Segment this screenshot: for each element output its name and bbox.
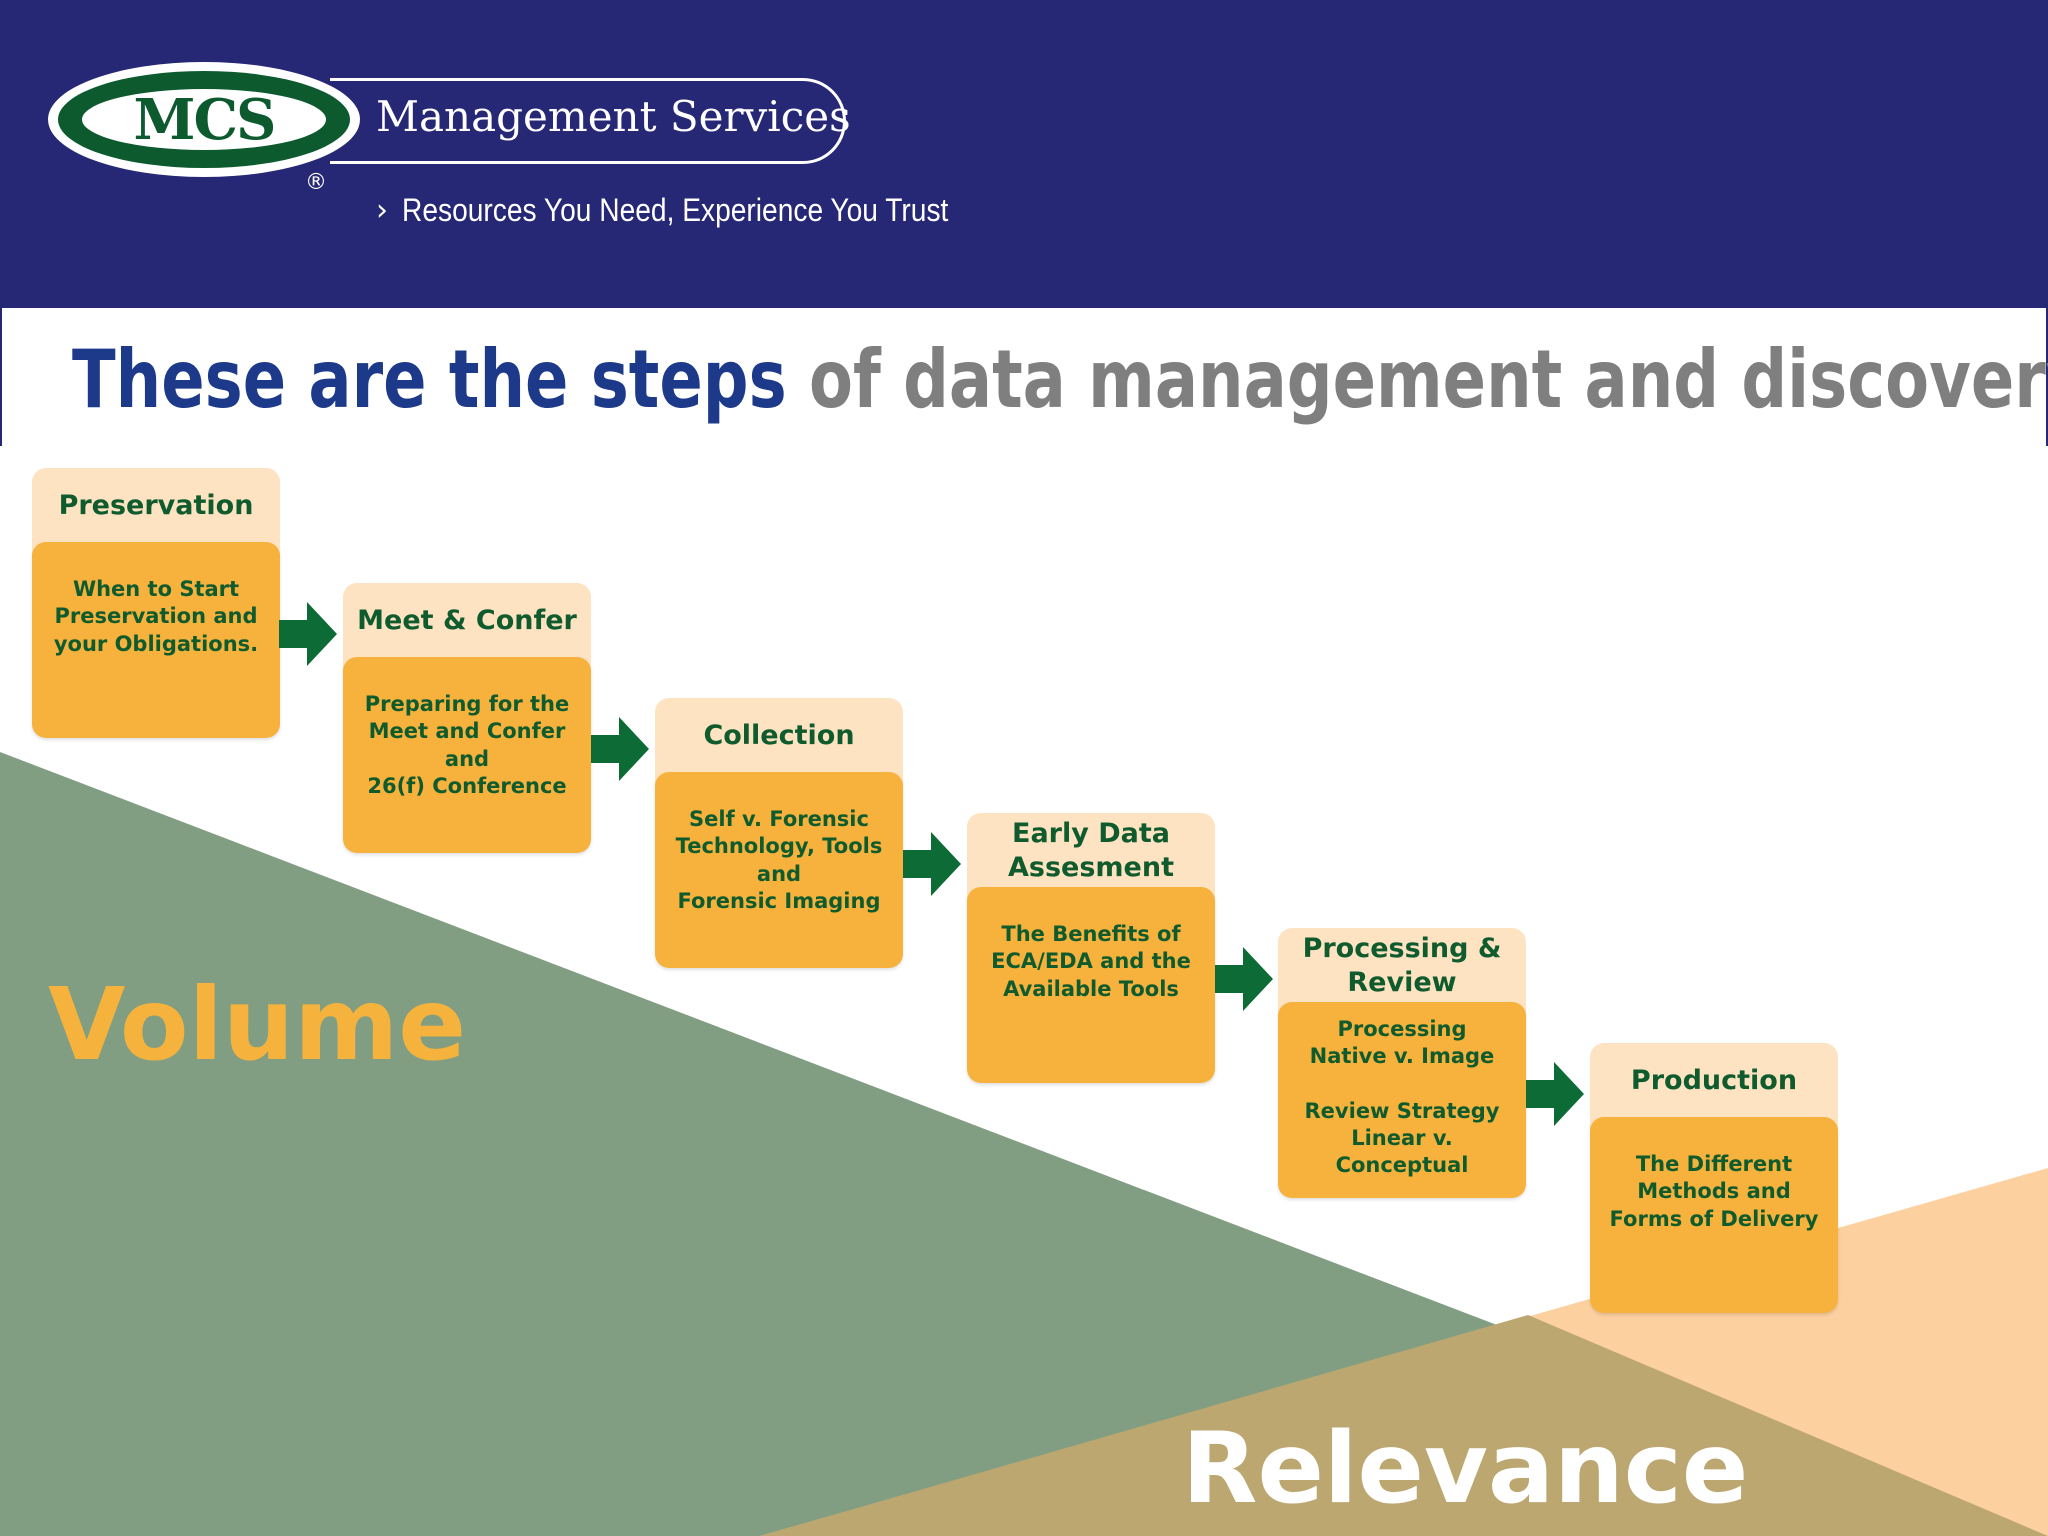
company-name-pill xyxy=(330,78,846,164)
logo-core: MCS xyxy=(82,89,326,150)
step-preservation: Preservation When to Start Preservation … xyxy=(32,468,280,738)
step-production: Production The Different Methods and For… xyxy=(1590,1043,1838,1313)
page-title-emphasis: These are the steps xyxy=(72,333,787,426)
arrow-right-icon xyxy=(1215,947,1273,1011)
tagline: Resources You Need, Experience You Trust xyxy=(402,192,949,228)
step-description: Processing Native v. Image Review Strate… xyxy=(1304,1017,1500,1178)
step-title: Preservation xyxy=(58,490,254,522)
logo-text: MCS xyxy=(133,86,277,153)
relevance-label: Relevance xyxy=(1182,1412,1749,1526)
step-title: Processing & Review xyxy=(1302,933,1502,998)
arrow-right-icon xyxy=(903,832,961,896)
page-title-rest: of data management and discovery xyxy=(786,333,2048,426)
step-meet-and-confer: Meet & Confer Preparing for the Meet and… xyxy=(343,583,591,853)
volume-label: Volume xyxy=(48,966,467,1083)
step-body: The Different Methods and Forms of Deliv… xyxy=(1590,1117,1838,1313)
company-name: Management Services xyxy=(376,92,851,141)
step-body: Preparing for the Meet and Confer and 26… xyxy=(343,657,591,853)
step-description: Preparing for the Meet and Confer and 26… xyxy=(364,692,570,798)
step-body: The Benefits of ECA/EDA and the Availabl… xyxy=(967,887,1215,1083)
arrow-right-icon xyxy=(279,602,337,666)
step-title: Collection xyxy=(703,720,855,752)
arrow-right-icon xyxy=(1526,1062,1584,1126)
tagline-marker-icon: › xyxy=(376,193,388,228)
step-body: When to Start Preservation and your Obli… xyxy=(32,542,280,738)
header-band: MCS Management Services ® › Resources Yo… xyxy=(0,0,2048,308)
logo-ring: MCS xyxy=(58,71,350,168)
step-title: Production xyxy=(1630,1065,1798,1097)
step-description: Self v. Forensic Technology, Tools and F… xyxy=(675,807,883,913)
overlap-region xyxy=(760,1315,2048,1536)
page-title: These are the steps of data management a… xyxy=(72,340,2048,420)
arrow-right-icon xyxy=(591,717,649,781)
step-early-data-assessment: Early Data Assesment The Benefits of ECA… xyxy=(967,813,1215,1083)
step-processing-and-review: Processing & Review Processing Native v.… xyxy=(1278,928,1526,1198)
step-title: Early Data Assesment xyxy=(1008,818,1174,883)
mcs-logo: MCS xyxy=(48,62,360,177)
step-collection: Collection Self v. Forensic Technology, … xyxy=(655,698,903,968)
step-title: Meet & Confer xyxy=(357,605,577,637)
step-description: The Different Methods and Forms of Deliv… xyxy=(1609,1152,1819,1231)
registered-mark: ® xyxy=(305,170,327,195)
step-description: The Benefits of ECA/EDA and the Availabl… xyxy=(991,922,1191,1001)
step-body: Processing Native v. Image Review Strate… xyxy=(1278,1002,1526,1198)
step-description: When to Start Preservation and your Obli… xyxy=(53,577,259,656)
title-band xyxy=(0,308,2048,446)
step-body: Self v. Forensic Technology, Tools and F… xyxy=(655,772,903,968)
